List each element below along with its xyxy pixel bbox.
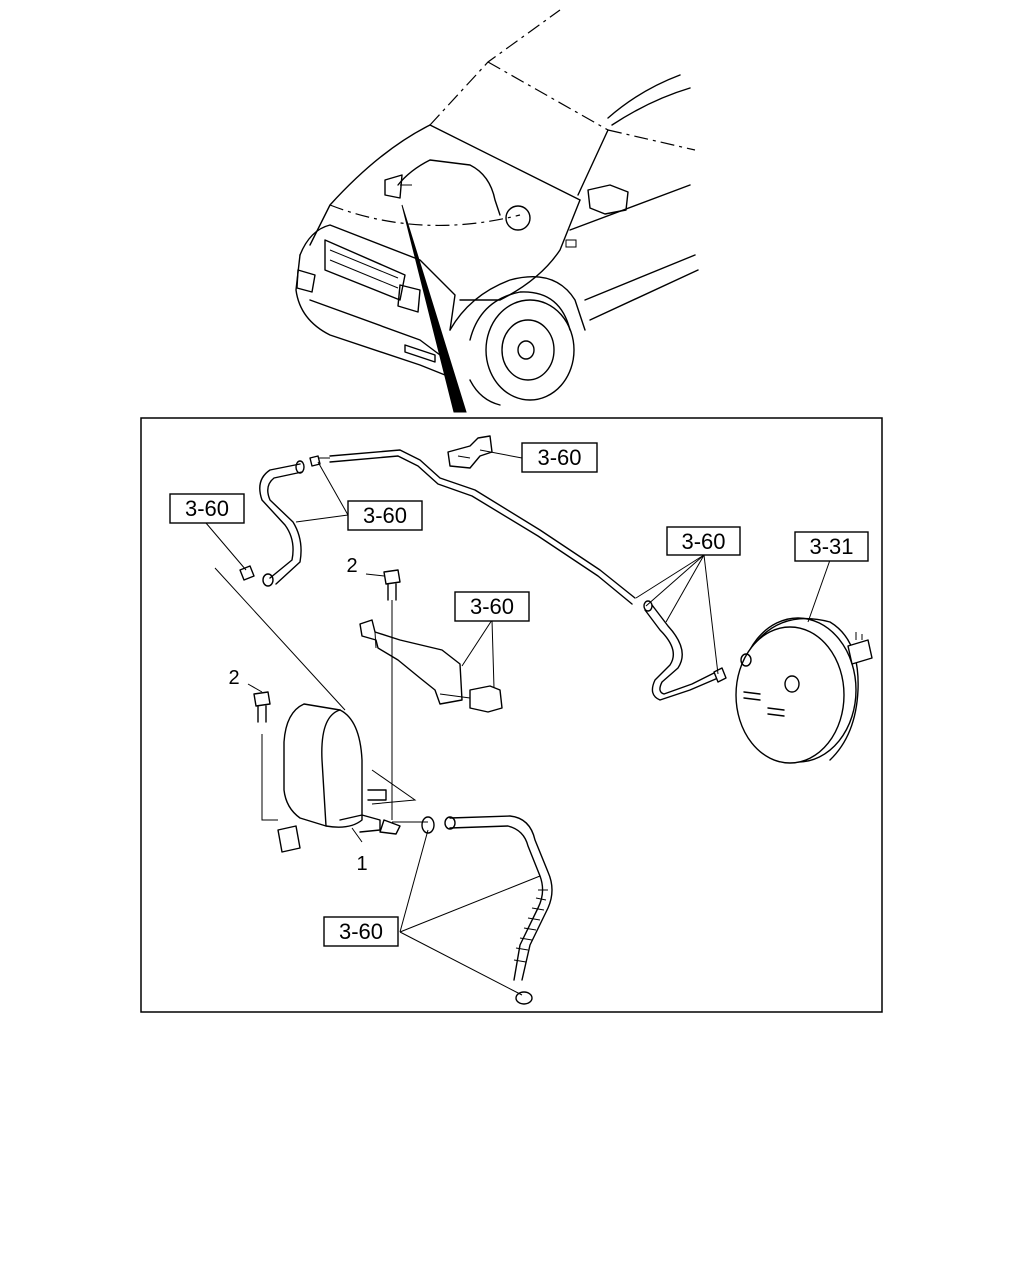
valve-clip-top [447,435,493,469]
callout-ref-clip-left[interactable]: 3-60 [169,493,245,524]
brake-booster [735,617,873,764]
part-number-bolt-upper: 2 [346,555,357,577]
callout-ref-brake-booster[interactable]: 3-31 [794,531,869,562]
parts [214,435,873,1005]
vacuum-pipe-upper [329,449,636,599]
callout-ref-top-right[interactable]: 3-60 [521,442,598,473]
callout-ref-pipe-right[interactable]: 3-60 [666,526,741,556]
ref-label: 3-60 [185,496,229,521]
callout-ref-bottom-hose[interactable]: 3-60 [323,916,399,947]
vacuum-bracket [359,619,503,713]
vacuum-tank [277,703,401,853]
hose-lower [449,815,553,981]
callout-leaders [205,449,831,996]
ref-label: 3-60 [363,503,407,528]
callout-ref-bracket[interactable]: 3-60 [454,591,530,622]
vehicle-illustration [295,9,699,413]
hose-upper-left [259,463,301,579]
ref-label: 3-60 [339,919,383,944]
part-number-vacuum-tank: 1 [356,853,367,875]
callout-ref-hose-left[interactable]: 3-60 [347,500,423,531]
ref-label: 3-60 [681,529,725,554]
ref-label: 3-31 [809,534,853,559]
ref-label: 3-60 [470,594,514,619]
bolt-upper [383,569,401,820]
detail-frame [140,417,883,1013]
hose-right [644,609,719,701]
ref-label: 3-60 [537,445,581,470]
part-number-bolt-left: 2 [228,667,239,689]
bolt-left [253,691,278,821]
